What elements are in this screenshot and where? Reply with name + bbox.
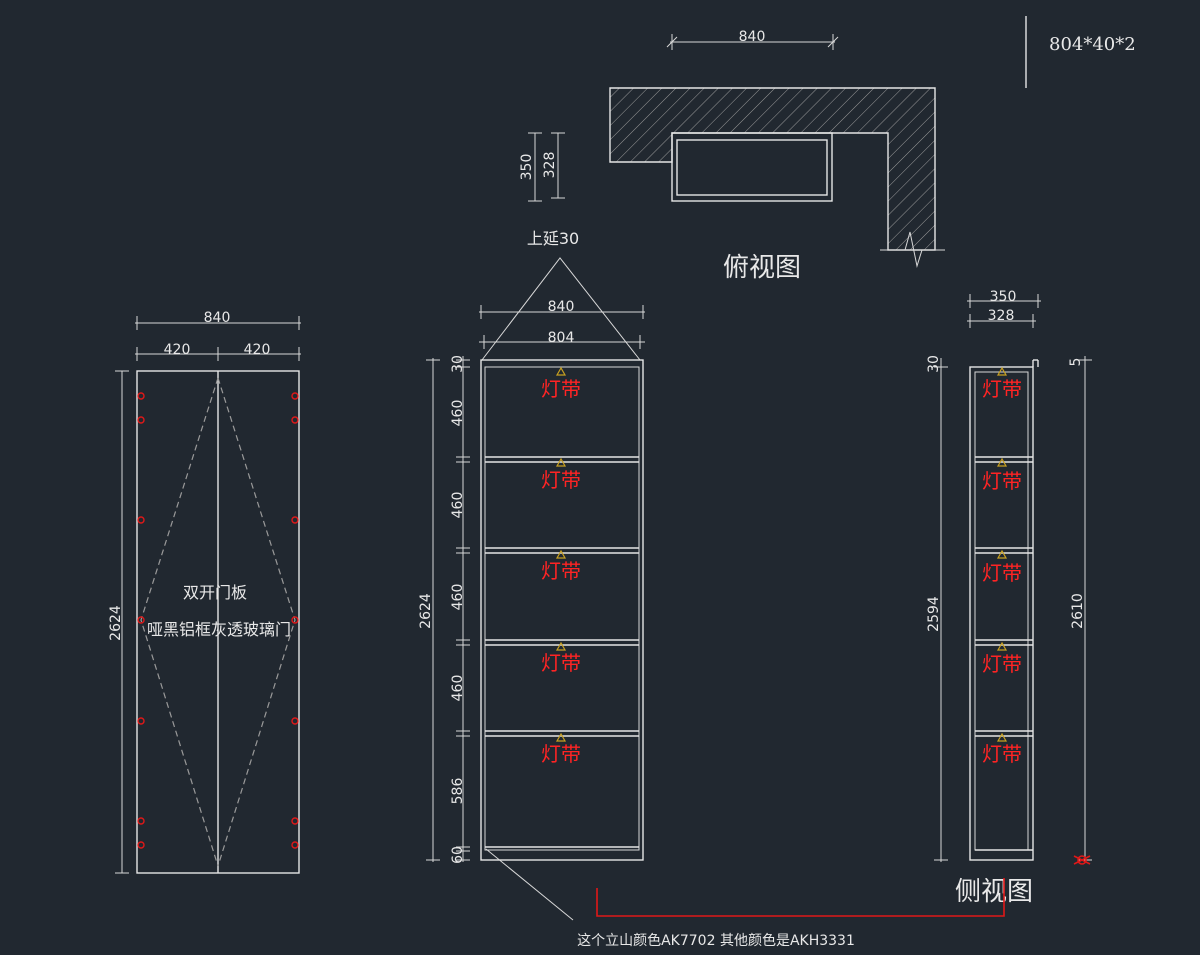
side-depth-outer: 350 bbox=[990, 289, 1017, 305]
spec-note: 804*40*2 bbox=[1025, 16, 1136, 88]
front-inner-width: 804 bbox=[548, 330, 575, 346]
led-markers bbox=[555, 366, 567, 742]
front-seg-5: 460 bbox=[450, 675, 466, 702]
front-view: 上延30 840 804 2624 bbox=[418, 229, 645, 921]
side-led-markers bbox=[996, 366, 1008, 742]
side-inner-height: 2594 bbox=[926, 596, 942, 632]
side-led-4: 灯带 bbox=[982, 652, 1022, 676]
side-led-3: 灯带 bbox=[982, 561, 1022, 585]
top-depth-outer: 350 bbox=[519, 154, 535, 181]
front-led-5: 灯带 bbox=[541, 742, 581, 766]
door-width-dim: 840 bbox=[204, 310, 231, 326]
side-view: 350 328 30 2594 5 2610 bbox=[926, 289, 1092, 907]
spec-note-text: 804*40*2 bbox=[1049, 34, 1136, 55]
hinge-markers bbox=[137, 392, 299, 849]
side-depth-inner: 328 bbox=[988, 308, 1015, 324]
front-seg-2: 460 bbox=[450, 400, 466, 427]
door-view: 840 420 420 2624 双开门板 哑黑铝框灰透玻璃门 bbox=[108, 310, 301, 874]
extend-note: 上延30 bbox=[527, 229, 579, 248]
top-view: 840 350 328 俯视图 bbox=[519, 29, 945, 283]
side-led-2: 灯带 bbox=[982, 469, 1022, 493]
front-seg-4: 460 bbox=[450, 584, 466, 611]
top-width-dim: 840 bbox=[739, 29, 766, 45]
top-view-title: 俯视图 bbox=[723, 253, 801, 283]
door-half-right: 420 bbox=[244, 342, 271, 358]
front-led-2: 灯带 bbox=[541, 468, 581, 492]
side-outer-height: 2610 bbox=[1070, 593, 1086, 629]
front-led-1: 灯带 bbox=[541, 377, 581, 401]
front-led-4: 灯带 bbox=[541, 651, 581, 675]
front-outer-width: 840 bbox=[548, 299, 575, 315]
top-depth-inner: 328 bbox=[542, 152, 558, 179]
door-height-dim: 2624 bbox=[108, 605, 124, 641]
door-half-left: 420 bbox=[164, 342, 191, 358]
bottom-note: 这个立山颜色AK7702 其他颜色是AKH3331 bbox=[577, 932, 855, 949]
side-right-top-seg: 5 bbox=[1068, 358, 1084, 367]
front-seg-7: 60 bbox=[450, 846, 466, 864]
side-top-seg: 30 bbox=[926, 355, 942, 373]
side-led-5: 灯带 bbox=[982, 742, 1022, 766]
side-view-title: 侧视图 bbox=[955, 877, 1033, 907]
front-seg-1: 30 bbox=[450, 355, 466, 373]
door-label-2: 哑黑铝框灰透玻璃门 bbox=[147, 620, 291, 639]
front-led-3: 灯带 bbox=[541, 559, 581, 583]
side-anchor-marker bbox=[1073, 855, 1091, 865]
front-seg-3: 460 bbox=[450, 492, 466, 519]
front-seg-6: 586 bbox=[450, 778, 466, 805]
annotation-bracket bbox=[596, 878, 1005, 917]
front-total-height: 2624 bbox=[418, 593, 434, 629]
side-led-1: 灯带 bbox=[982, 377, 1022, 401]
segment-ticks bbox=[456, 359, 470, 861]
door-label-1: 双开门板 bbox=[183, 583, 247, 602]
